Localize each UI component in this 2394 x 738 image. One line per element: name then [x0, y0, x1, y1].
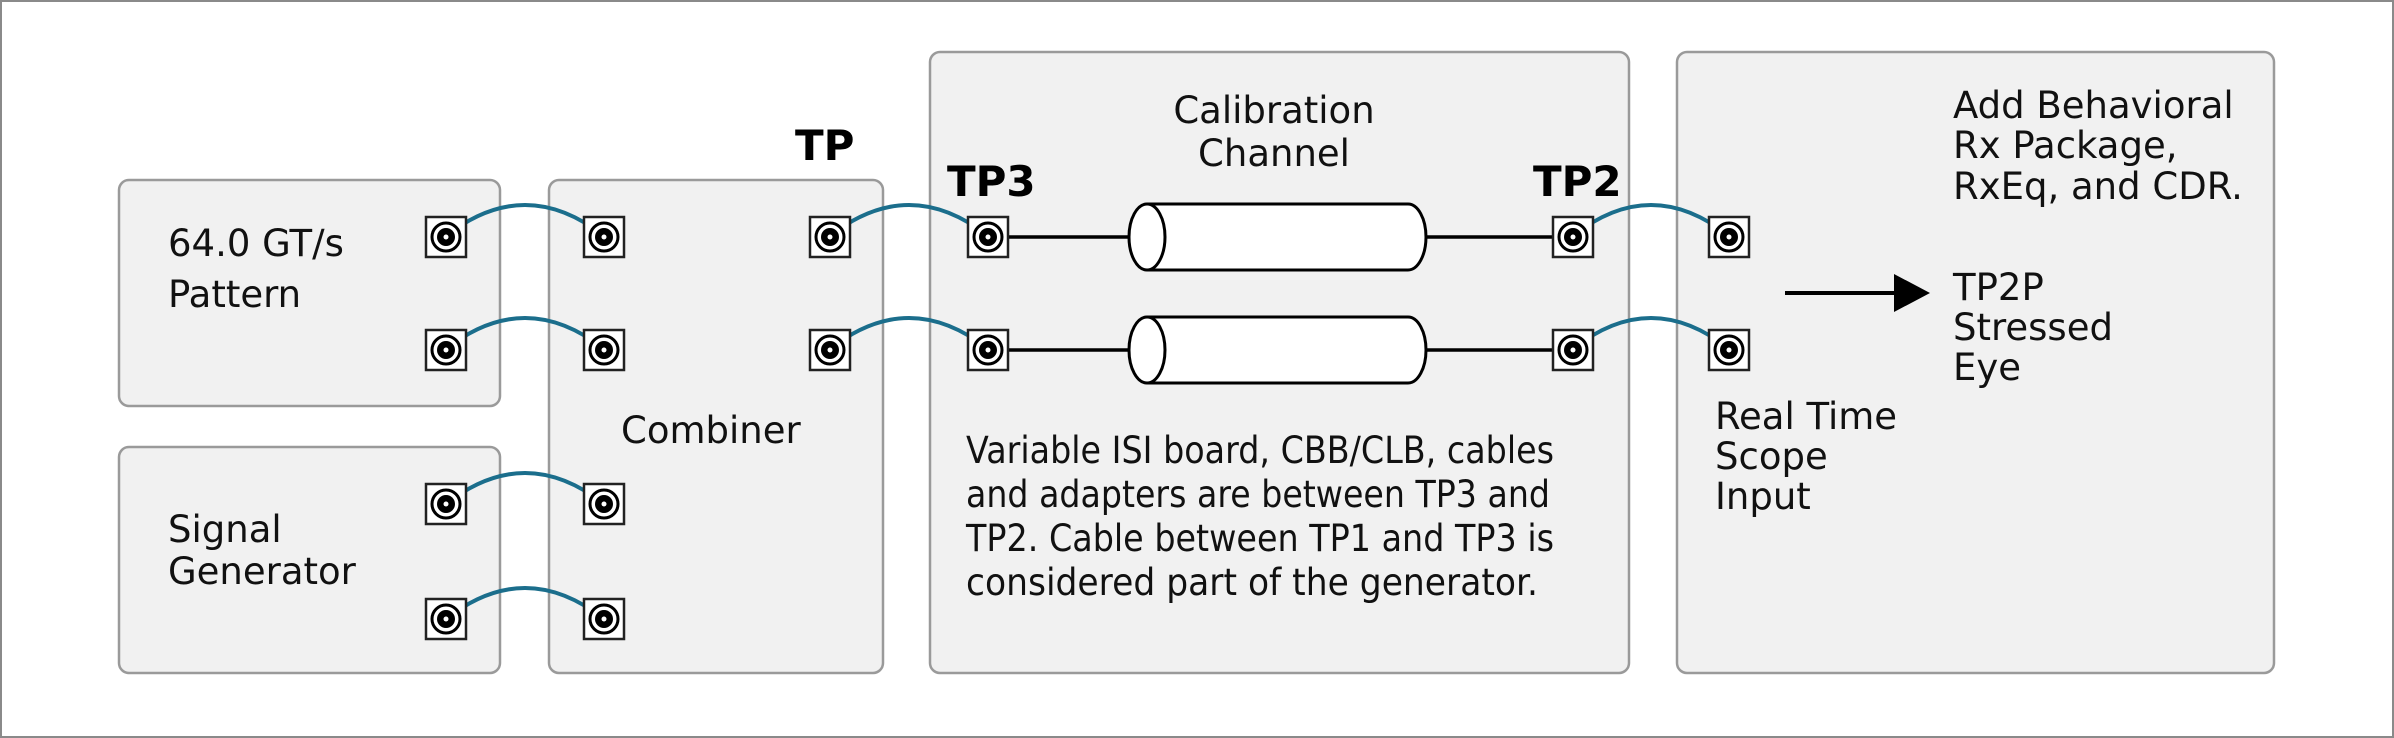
coax-connector-icon: [966, 328, 1010, 372]
calibration-title-line-1: Calibration: [1173, 89, 1374, 132]
coax-connector-icon: [424, 597, 468, 641]
signal-generator-label-line-2: Generator: [168, 550, 357, 593]
coax-connector-icon: [582, 328, 626, 372]
tp-label: TP: [795, 121, 854, 170]
scope-input-line-2: Scope: [1715, 435, 1828, 478]
tp2-label: TP2: [1533, 157, 1622, 206]
scope-result-line-2: Stressed: [1953, 306, 2113, 349]
scope-result-line-1: TP2P: [1952, 266, 2044, 309]
coax-connector-icon: [582, 482, 626, 526]
right-arrow-icon: [1785, 274, 1930, 312]
calibration-note-line-1: Variable ISI board, CBB/CLB, cables: [966, 429, 1554, 472]
scope-behavior-line-3: RxEq, and CDR.: [1953, 165, 2243, 208]
combiner-label: Combiner: [621, 409, 801, 452]
coax-connector-icon: [1707, 328, 1751, 372]
scope-box: [1675, 50, 2276, 675]
scope-behavior-line-2: Rx Package,: [1953, 124, 2178, 167]
connectors: [424, 215, 1751, 641]
calibration-note-line-4: considered part of the generator.: [966, 561, 1538, 604]
calibration-title-line-2: Channel: [1198, 132, 1350, 175]
coax-connector-icon: [1551, 328, 1595, 372]
coax-connector-icon: [808, 215, 852, 259]
scope-input-line-3: Input: [1715, 475, 1811, 518]
coax-connector-icon: [424, 328, 468, 372]
coax-connector-icon: [582, 597, 626, 641]
pattern-box: [117, 178, 502, 408]
pattern-label-line-1: 64.0 GT/s: [168, 222, 344, 265]
coax-connector-icon: [424, 215, 468, 259]
coax-connector-icon: [1707, 215, 1751, 259]
scope-input-line-1: Real Time: [1715, 395, 1897, 438]
signal-generator-box: [117, 445, 502, 675]
scope-behavior-line-1: Add Behavioral: [1953, 84, 2234, 127]
coax-cable-bottom-icon: [1127, 315, 1428, 385]
calibration-note-line-2: and adapters are between TP3 and: [966, 473, 1550, 516]
coax-cable-top-icon: [1127, 202, 1428, 272]
combiner-box: [547, 178, 885, 675]
signal-generator-label-line-1: Signal: [168, 508, 282, 551]
calibration-note-line-3: TP2. Cable between TP1 and TP3 is: [965, 517, 1554, 560]
coax-connector-icon: [808, 328, 852, 372]
scope-result-line-3: Eye: [1953, 346, 2021, 389]
pattern-label-line-2: Pattern: [168, 273, 301, 316]
coax-connector-icon: [582, 215, 626, 259]
coax-connector-icon: [1551, 215, 1595, 259]
tp3-label: TP3: [947, 157, 1036, 206]
coax-connector-icon: [966, 215, 1010, 259]
coax-connector-icon: [424, 482, 468, 526]
